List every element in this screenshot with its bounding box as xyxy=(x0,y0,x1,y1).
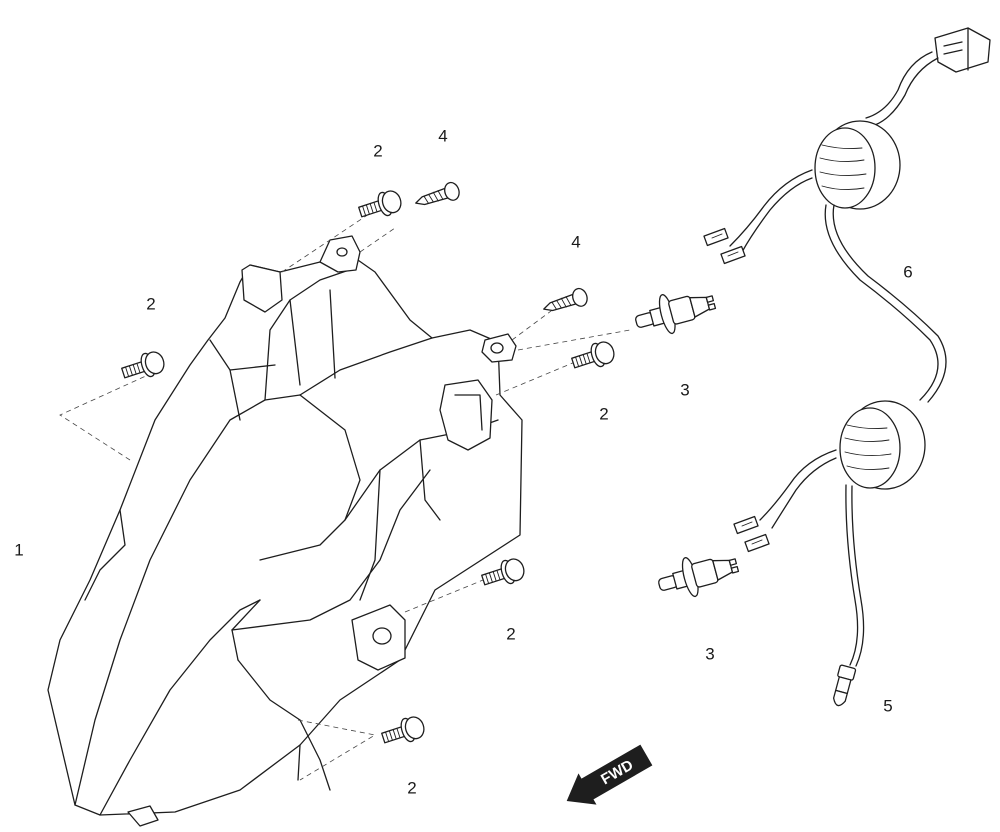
flange-bolt-right-lower xyxy=(481,558,525,586)
flange-bolt-right-upper xyxy=(571,341,615,369)
leader-lines xyxy=(59,211,631,781)
callout-3-bulb-upper: 3 xyxy=(680,380,690,400)
callout-4-screw-top: 4 xyxy=(438,126,448,146)
spade-terminals-lower xyxy=(733,515,770,553)
flange-bolt-upper-left xyxy=(121,351,165,379)
callout-2-bolt-right-lower: 2 xyxy=(506,624,516,644)
fwd-direction-arrow: FWD xyxy=(566,744,653,805)
callout-2-bolt-top: 2 xyxy=(373,141,383,161)
callout-2-bolt-upper-left: 2 xyxy=(146,294,156,314)
callout-1-headlight: 1 xyxy=(14,540,24,560)
callout-5-position-bulb: 5 xyxy=(883,696,893,716)
callout-2-bolt-right-upper: 2 xyxy=(599,404,609,424)
callout-3-bulb-lower: 3 xyxy=(705,644,715,664)
tapping-screw-top xyxy=(415,181,460,206)
callout-4-screw-mid: 4 xyxy=(571,232,581,252)
headlight-bulb-lower xyxy=(658,557,740,598)
headlight-bulb-upper xyxy=(635,294,717,335)
spade-terminals-upper xyxy=(703,227,746,265)
flange-bolt-top xyxy=(358,190,402,218)
headlight-housing xyxy=(47,235,523,827)
flange-bolt-bottom xyxy=(381,716,425,744)
callout-2-bolt-bottom: 2 xyxy=(407,778,417,798)
tapping-screw-mid xyxy=(543,287,588,312)
position-bulb xyxy=(832,664,857,707)
wire-harness xyxy=(703,27,991,667)
callout-6-wire-harness: 6 xyxy=(903,262,913,282)
